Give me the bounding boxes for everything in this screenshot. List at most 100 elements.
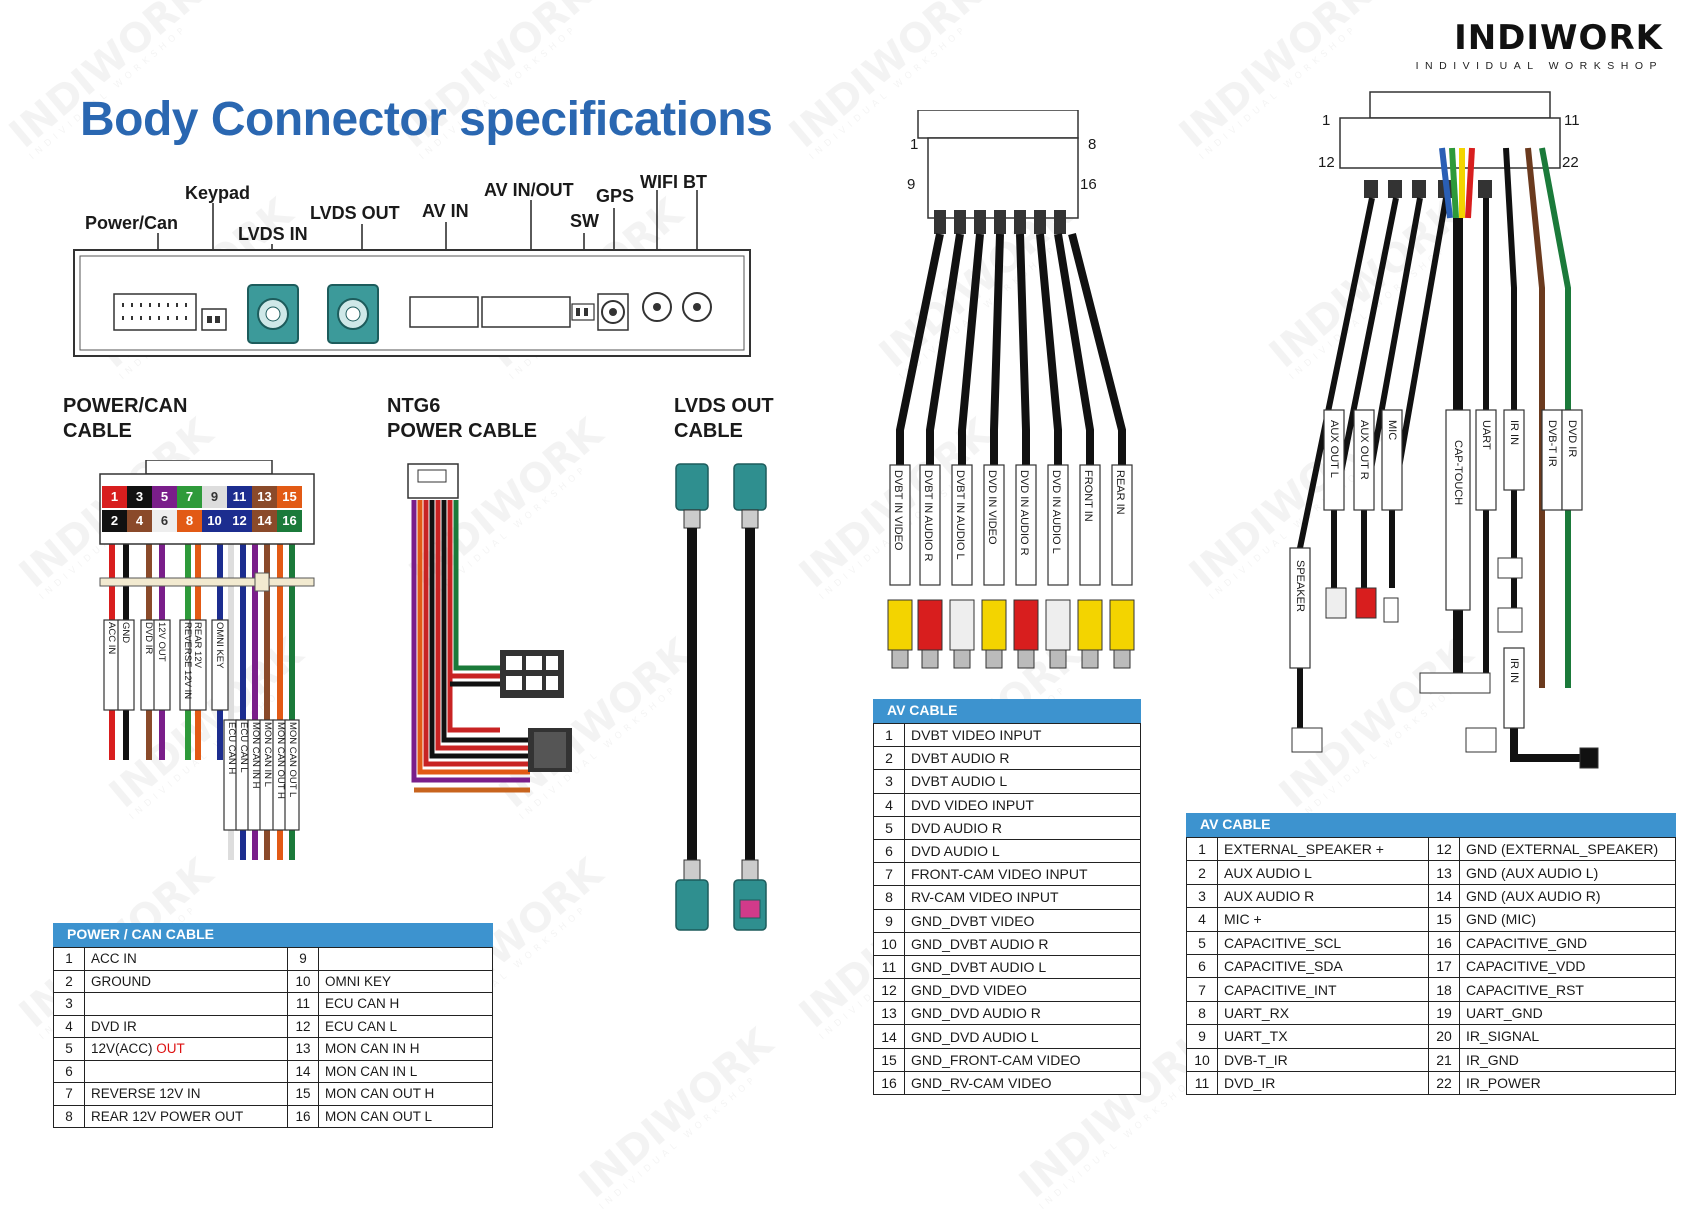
pin-label: DVD AUDIO R <box>904 815 1141 840</box>
pin-number: 8 <box>1186 1000 1218 1026</box>
av2-cable-label-mic: MIC <box>1386 420 1398 441</box>
power-pin: 12 <box>227 510 252 532</box>
pin-label: IR_SIGNAL <box>1459 1024 1676 1049</box>
power-pin: 5 <box>152 486 177 508</box>
section-ntg6-line1: NTG6 <box>387 395 441 417</box>
pin-label: ACC IN <box>84 947 288 971</box>
page-title: Body Connector specifications <box>80 93 773 146</box>
pin-label: IR_GND <box>1459 1047 1676 1072</box>
logo-mark: INDIWORK <box>1454 18 1663 58</box>
lvds-cable-drawing <box>675 463 767 931</box>
pin-number: 14 <box>287 1059 319 1083</box>
pin-number: 6 <box>873 838 905 864</box>
pin-label-main: 12V(ACC) <box>91 1041 153 1057</box>
pin-label: DVD AUDIO L <box>904 838 1141 864</box>
pin-label: REAR 12V POWER OUT <box>84 1104 288 1128</box>
av2-cable-drawing <box>1289 91 1599 769</box>
power-pin-row-bottom: 2 4 6 8 10 12 14 16 <box>102 510 302 532</box>
power-pin: 1 <box>102 486 127 508</box>
pin-number: 16 <box>287 1104 319 1128</box>
av-cable-table-header: AV CABLE <box>873 699 1141 723</box>
av2-cable-label-dvb-t-ir: DVB-T IR <box>1546 420 1558 467</box>
av2-cable-label-speaker: SPEAKER <box>1294 560 1306 612</box>
label-power-can: Power/Can <box>85 213 179 233</box>
pin-label: MON CAN IN H <box>318 1037 493 1061</box>
wire-label: MON CAN IN H <box>250 722 261 789</box>
wire-label: OMNI KEY <box>214 622 225 669</box>
pin-label: UART_GND <box>1459 1000 1676 1026</box>
pin-label: MIC + <box>1217 907 1429 932</box>
pin-label: DVBT AUDIO R <box>904 746 1141 771</box>
pin-label: AUX AUDIO L <box>1217 860 1429 885</box>
pin-number: 5 <box>53 1037 85 1061</box>
pin-label: REVERSE 12V IN <box>84 1082 288 1106</box>
pin-label: GND_FRONT-CAM VIDEO <box>904 1047 1141 1072</box>
label-lvds-out: LVDS OUT <box>310 203 400 223</box>
power-pin: 8 <box>177 510 202 532</box>
pin-label: GROUND <box>84 969 288 993</box>
pin-number: 12 <box>287 1014 319 1038</box>
wire-label: ECU CAN H <box>226 722 237 775</box>
pin-number: 5 <box>873 815 905 840</box>
wire-label: REVERSE 12V IN <box>182 622 193 700</box>
pin-number: 7 <box>1186 977 1218 1002</box>
pin-number: 4 <box>1186 907 1218 932</box>
av2-pin-1: 1 <box>1322 112 1331 129</box>
pin-label: MON CAN OUT H <box>318 1082 493 1106</box>
pin-number: 11 <box>873 954 905 980</box>
av2-cable-label-uart: UART <box>1480 420 1492 450</box>
label-sw: SW <box>570 211 599 231</box>
power-pin: 7 <box>177 486 202 508</box>
av2-pin-12: 12 <box>1318 154 1335 171</box>
power-pin: 11 <box>227 486 252 508</box>
av-cable-label: DVD IN AUDIO R <box>1018 470 1030 556</box>
pin-label: CAPACITIVE_SDA <box>1217 953 1429 979</box>
pin-number: 1 <box>1186 836 1218 862</box>
pin-number: 15 <box>1428 907 1460 932</box>
pin-label: AUX AUDIO R <box>1217 883 1429 909</box>
pin-number: 3 <box>1186 883 1218 909</box>
av2-pin-11: 11 <box>1564 112 1580 129</box>
pin-label: DVBT AUDIO L <box>904 769 1141 794</box>
pin-number: 15 <box>873 1047 905 1072</box>
power-pin: 10 <box>202 510 227 532</box>
pin-number: 14 <box>1428 883 1460 909</box>
av-cable-label: FRONT IN <box>1082 470 1094 522</box>
pin-number: 4 <box>873 792 905 817</box>
pin-number: 11 <box>287 992 319 1016</box>
pin-label: RV-CAM VIDEO INPUT <box>904 885 1141 910</box>
pin-number: 7 <box>53 1082 85 1106</box>
pin-label: GND_DVD VIDEO <box>904 978 1141 1003</box>
pin-label-out: OUT <box>156 1041 185 1057</box>
av-cable-label: DVD IN VIDEO <box>986 470 998 545</box>
pin-label: GND_DVBT AUDIO R <box>904 931 1141 956</box>
pin-number: 5 <box>1186 930 1218 955</box>
pin-number: 3 <box>873 769 905 794</box>
power-pin: 2 <box>102 510 127 532</box>
pin-number: 10 <box>1186 1047 1218 1072</box>
pin-number: 22 <box>1428 1070 1460 1096</box>
wire-label: 12V OUT <box>156 622 167 662</box>
av-cable-drawing <box>887 110 1135 669</box>
section-ntg6-line2: POWER CABLE <box>387 420 537 442</box>
pin-label: GND_RV-CAM VIDEO <box>904 1070 1141 1096</box>
pin-number: 3 <box>53 992 85 1016</box>
pin-label: CAPACITIVE_GND <box>1459 930 1676 955</box>
pin-label: 12V(ACC) OUT <box>84 1037 288 1061</box>
av-cable-label: DVBT IN AUDIO R <box>922 470 934 562</box>
power-can-table-header: POWER / CAN CABLE <box>53 923 493 947</box>
pin-number: 12 <box>1428 836 1460 862</box>
